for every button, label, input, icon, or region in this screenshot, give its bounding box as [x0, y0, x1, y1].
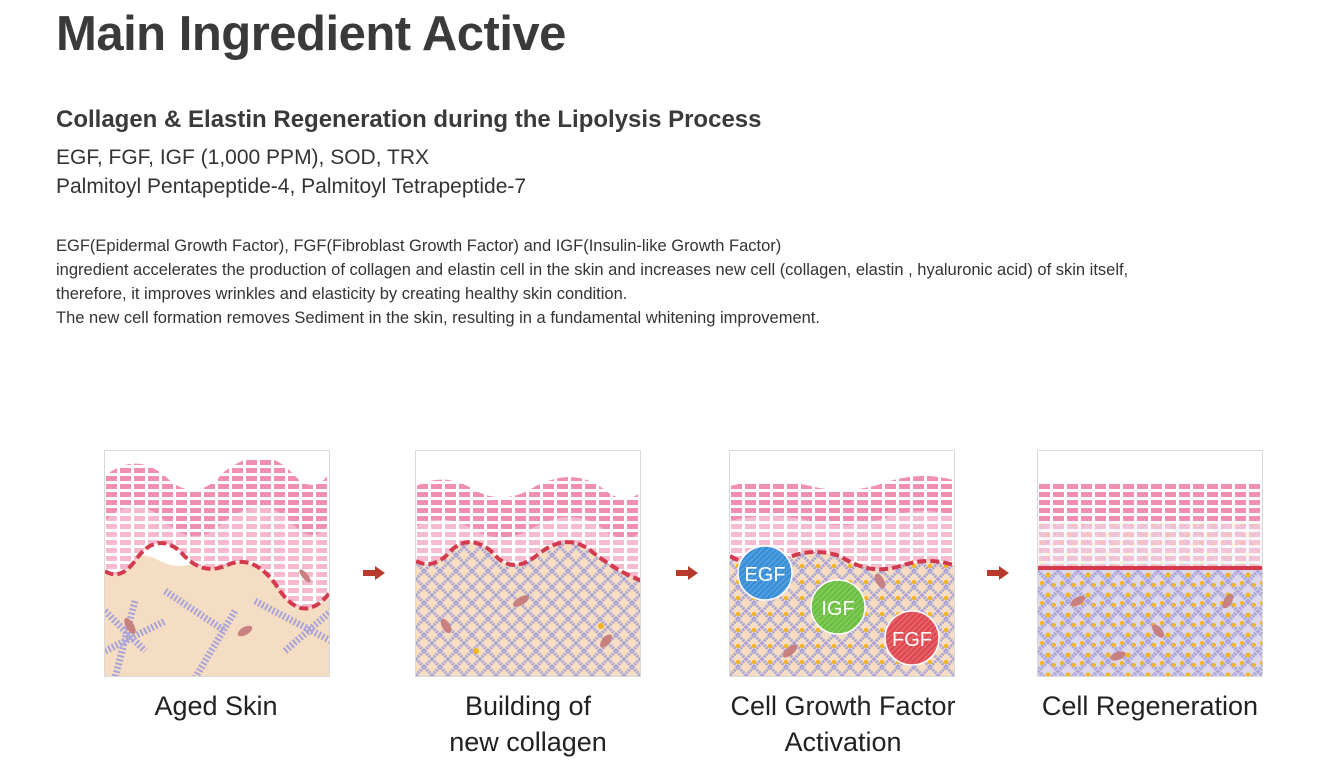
igf-label: IGF — [821, 598, 854, 620]
page-title: Main Ingredient Active — [56, 7, 566, 61]
caption-line: Aged Skin — [154, 691, 278, 721]
fgf-label: FGF — [892, 629, 932, 651]
section-subtitle: Collagen & Elastin Regeneration during t… — [56, 106, 762, 133]
cell-regeneration-svg — [1038, 451, 1262, 676]
caption-cell-regeneration: Cell Regeneration — [1000, 688, 1300, 724]
arrow-right-icon — [363, 566, 385, 580]
caption-building-collagen: Building of new collagen — [378, 688, 678, 760]
caption-line: Activation — [784, 727, 902, 757]
growth-factor-svg: EGF IGF FGF — [730, 451, 954, 676]
description: EGF(Epidermal Growth Factor), FGF(Fibrob… — [56, 234, 1128, 330]
aged-skin-svg — [105, 451, 329, 676]
egf-label: EGF — [744, 564, 785, 586]
building-collagen-svg — [416, 451, 640, 676]
ingredient-line-2: Palmitoyl Pentapeptide-4, Palmitoyl Tetr… — [56, 175, 527, 198]
description-line-4: The new cell formation removes Sediment … — [56, 309, 820, 327]
description-line-2: ingredient accelerates the production of… — [56, 261, 1129, 279]
caption-growth-factor: Cell Growth Factor Activation — [693, 688, 993, 760]
caption-line: Cell Regeneration — [1041, 691, 1259, 721]
caption-line: Building of — [464, 691, 592, 721]
cell-regeneration-illustration — [1037, 450, 1263, 677]
description-line-1: EGF(Epidermal Growth Factor), FGF(Fibrob… — [56, 237, 782, 255]
aged-skin-illustration — [104, 450, 330, 677]
building-collagen-illustration — [415, 450, 641, 677]
growth-factor-illustration: EGF IGF FGF — [729, 450, 955, 677]
description-line-3: therefore, it improves wrinkles and elas… — [56, 285, 628, 303]
caption-line: Cell Growth Factor — [730, 691, 956, 721]
caption-aged-skin: Aged Skin — [66, 688, 366, 724]
arrow-right-icon — [676, 566, 698, 580]
caption-line: new collagen — [449, 727, 607, 757]
arrow-right-icon — [987, 566, 1009, 580]
ingredient-line-1: EGF, FGF, IGF (1,000 PPM), SOD, TRX — [56, 146, 430, 169]
